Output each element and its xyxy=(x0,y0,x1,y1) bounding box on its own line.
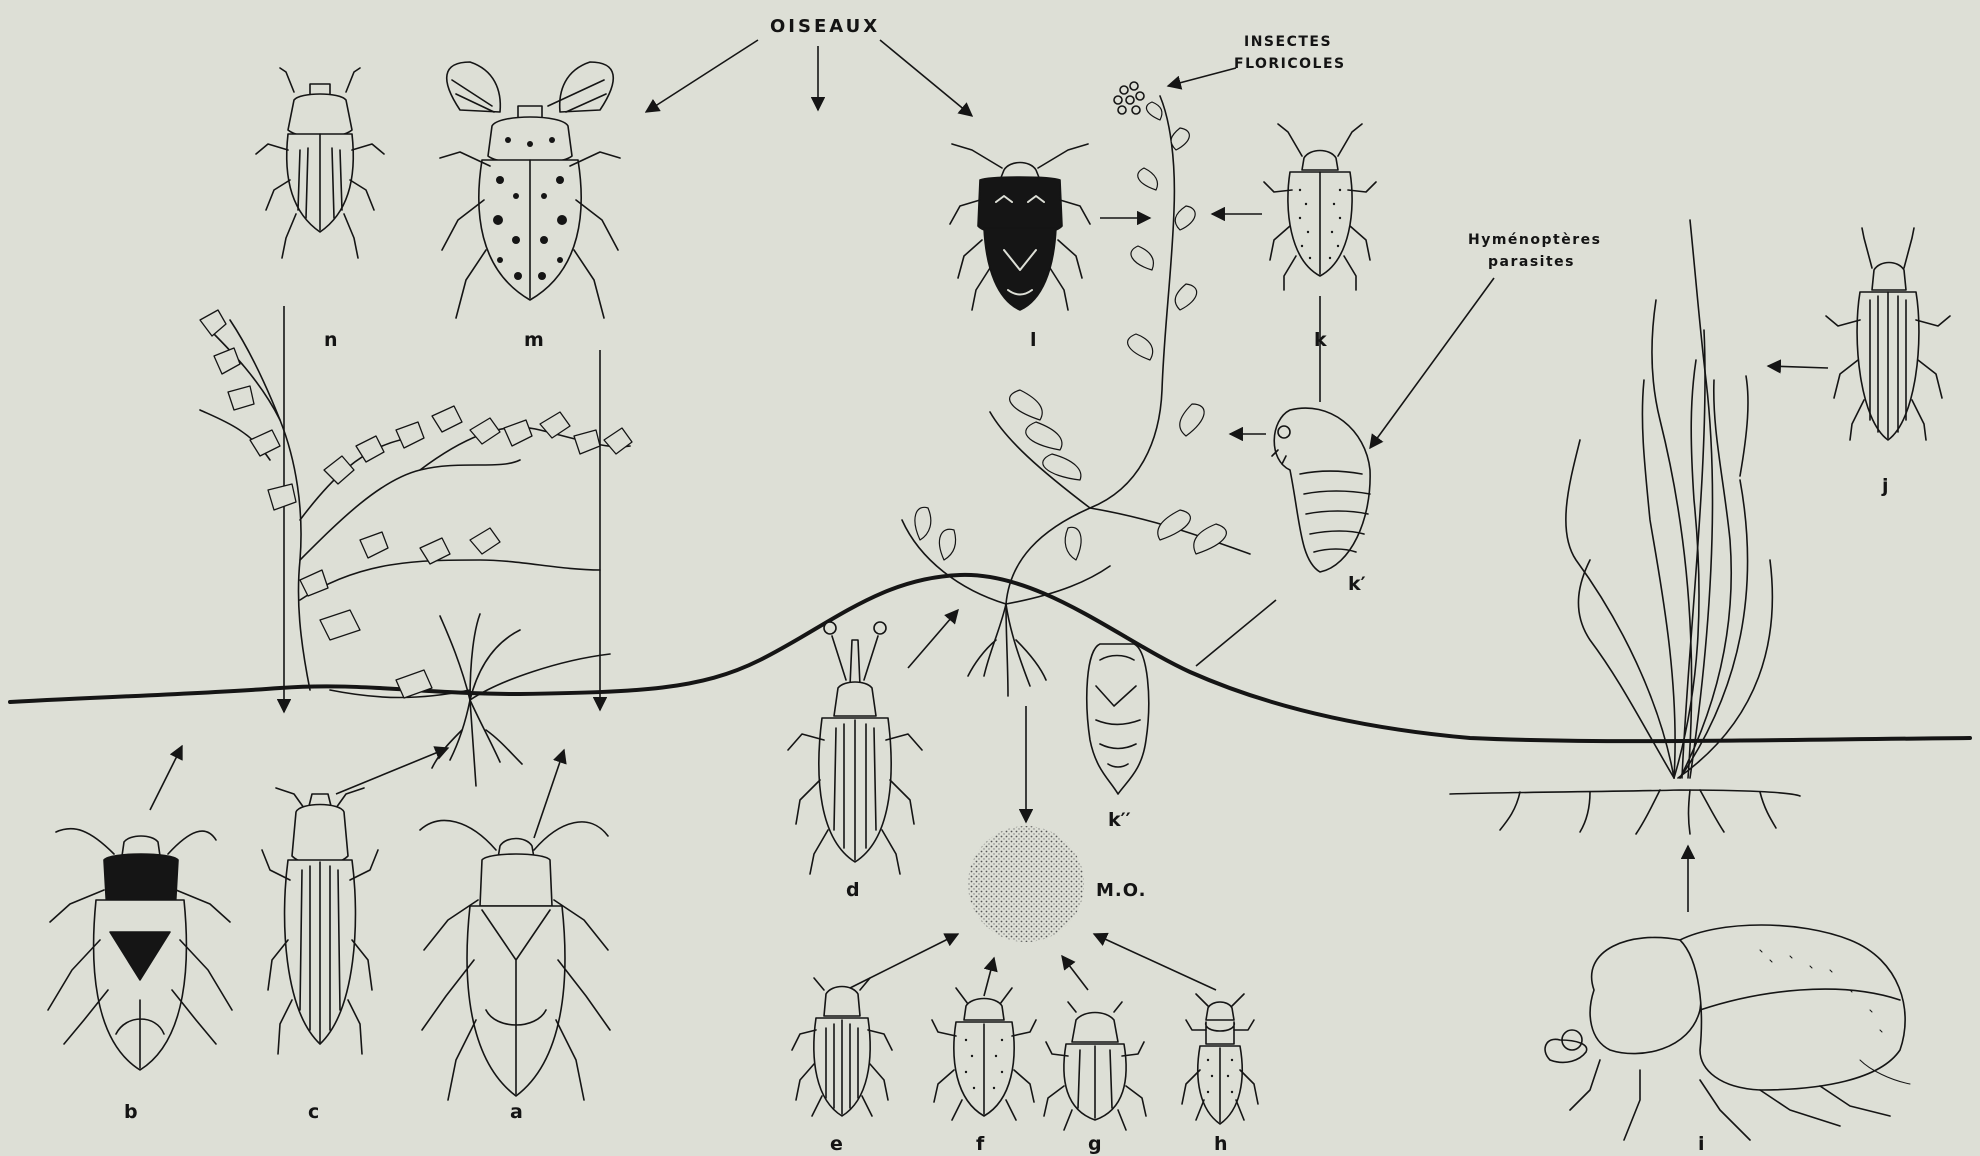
arrow-j-to-grass xyxy=(1768,366,1828,368)
hymenopteres-label-line2: parasites xyxy=(1488,254,1575,270)
insect-f xyxy=(932,988,1036,1120)
insect-d-label: d xyxy=(846,879,860,901)
mo-label: M.O. xyxy=(1096,880,1147,901)
insect-c xyxy=(262,788,378,1054)
insectes-floricoles-label-line1: INSECTES xyxy=(1244,34,1332,50)
arrow-d-to-root xyxy=(908,610,958,668)
insect-k-double-prime xyxy=(1087,644,1149,794)
insect-l-label: l xyxy=(1030,329,1037,351)
arrow-b-up xyxy=(150,746,182,810)
line-larva-to-pupa xyxy=(1196,600,1276,666)
arrow-insectes-to-flower xyxy=(1168,68,1236,86)
insect-i-label: i xyxy=(1698,1133,1705,1155)
organic-matter-disc xyxy=(968,826,1084,942)
insect-g xyxy=(1044,1002,1146,1130)
insect-k-double-prime-label: k′′ xyxy=(1108,809,1131,831)
insect-b xyxy=(48,829,232,1070)
insect-l xyxy=(950,144,1090,310)
insect-j-label: j xyxy=(1881,475,1889,497)
arrow-a-up xyxy=(534,750,564,838)
insect-f-label: f xyxy=(976,1133,985,1155)
insect-m-label: m xyxy=(524,329,544,351)
arrow-hymeno-to-larva xyxy=(1370,278,1494,448)
oiseaux-label: OISEAUX xyxy=(770,16,880,37)
insect-n xyxy=(256,68,384,258)
insect-a-label: a xyxy=(510,1101,523,1123)
insect-h xyxy=(1182,994,1258,1124)
insect-k-label: k xyxy=(1314,329,1327,351)
insect-a xyxy=(420,820,610,1100)
insect-c-label: c xyxy=(308,1101,319,1123)
insect-n-label: n xyxy=(324,329,338,351)
insect-i xyxy=(1545,925,1910,1140)
left-plant xyxy=(200,310,632,786)
insect-j xyxy=(1826,228,1950,440)
insect-d xyxy=(788,622,922,874)
arrow-f-to-mo xyxy=(984,958,994,996)
insect-h-label: h xyxy=(1214,1133,1228,1155)
insect-b-label: b xyxy=(124,1101,138,1123)
insect-k-prime-label: k′ xyxy=(1348,573,1366,595)
arrow-g-to-mo xyxy=(1062,956,1088,990)
insect-e xyxy=(792,978,892,1116)
arrow-e-to-mo xyxy=(846,934,958,990)
arrow-oiseaux-to-l xyxy=(880,40,972,116)
insect-m xyxy=(440,62,620,318)
insectes-floricoles-label-line2: FLORICOLES xyxy=(1234,56,1346,72)
insect-k-prime xyxy=(1272,408,1370,572)
center-plant xyxy=(902,82,1250,696)
insect-k xyxy=(1264,124,1376,290)
arrow-h-to-mo xyxy=(1094,934,1216,990)
arrow-oiseaux-to-m xyxy=(646,40,758,112)
insect-e-label: e xyxy=(830,1133,843,1155)
insect-g-label: g xyxy=(1088,1133,1102,1155)
arrow-c-to-root xyxy=(336,748,448,794)
hymenopteres-label-line1: Hyménoptères xyxy=(1468,232,1601,248)
